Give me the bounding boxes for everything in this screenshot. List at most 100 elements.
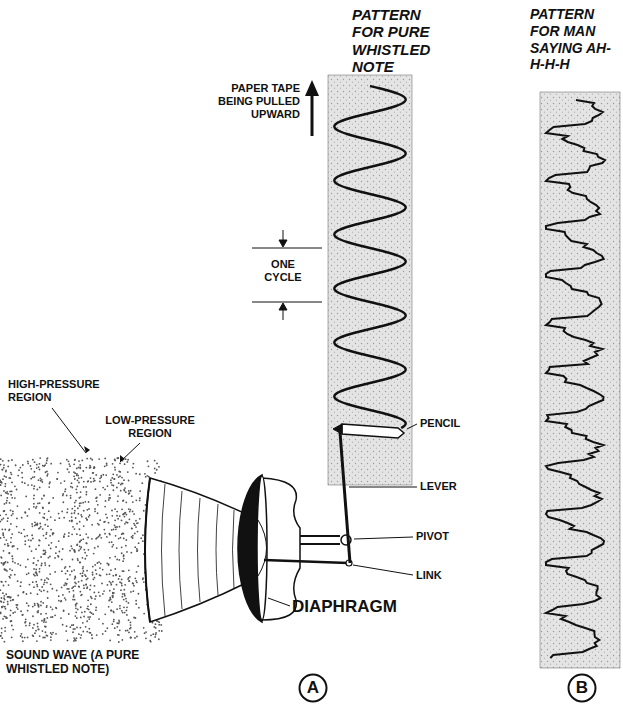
stipple-dot <box>68 463 70 465</box>
stipple-dot <box>40 605 42 607</box>
stipple-dot <box>123 606 125 608</box>
stipple-dot <box>58 556 60 558</box>
stipple-dot <box>120 484 122 486</box>
stipple-dot <box>35 548 37 550</box>
stipple-dot <box>82 622 84 624</box>
stipple-dot <box>128 580 130 582</box>
stipple-dot <box>56 590 58 592</box>
stipple-dot <box>60 463 62 465</box>
stipple-dot <box>125 512 127 514</box>
stipple-dot <box>100 537 102 539</box>
stipple-dot <box>112 473 114 475</box>
stipple-dot <box>116 584 118 586</box>
stipple-dot <box>44 550 46 552</box>
region-label: LOW-PRESSURE REGION <box>98 414 202 440</box>
stipple-dot <box>92 613 94 615</box>
stipple-dot <box>82 631 84 633</box>
stipple-dot <box>25 512 27 514</box>
stipple-dot <box>11 490 13 492</box>
stipple-dot <box>86 579 88 581</box>
stipple-dot <box>3 467 5 469</box>
stipple-dot <box>12 561 14 563</box>
stipple-dot <box>158 624 160 626</box>
stipple-dot <box>27 484 29 486</box>
stipple-dot <box>9 502 11 504</box>
stipple-dot <box>40 480 42 482</box>
stipple-dot <box>83 584 85 586</box>
stipple-dot <box>71 548 73 550</box>
stipple-dot <box>35 630 37 632</box>
stipple-dot <box>12 511 14 513</box>
stipple-dot <box>44 553 46 555</box>
stipple-dot <box>7 603 9 605</box>
stipple-dot <box>4 569 6 571</box>
stipple-dot <box>130 552 132 554</box>
stipple-dot <box>57 472 59 474</box>
stipple-dot <box>121 610 123 612</box>
stipple-dot <box>103 529 105 531</box>
stipple-dot <box>74 615 76 617</box>
stipple-dot <box>74 528 76 530</box>
stipple-dot <box>84 501 86 503</box>
stipple-dot <box>126 606 128 608</box>
stipple-dot <box>25 618 27 620</box>
stipple-dot <box>136 581 138 583</box>
stipple-dot <box>36 522 38 524</box>
stipple-dot <box>2 592 4 594</box>
stipple-dot <box>135 520 137 522</box>
stipple-dot <box>74 459 76 461</box>
stipple-dot <box>115 574 117 576</box>
stipple-dot <box>73 549 75 551</box>
stipple-dot <box>132 583 134 585</box>
stipple-dot <box>0 514 1 516</box>
stipple-dot <box>117 634 119 636</box>
stipple-dot <box>109 640 111 642</box>
stipple-dot <box>114 508 116 510</box>
stipple-dot <box>119 526 121 528</box>
stipple-dot <box>3 475 5 477</box>
stipple-dot <box>84 558 86 560</box>
stipple-dot <box>115 528 117 530</box>
stipple-dot <box>36 564 38 566</box>
panel-letter: B <box>567 673 597 703</box>
leader-arrowhead <box>120 455 125 462</box>
stipple-dot <box>68 532 70 534</box>
stipple-dot <box>44 524 46 526</box>
stipple-dot <box>31 534 33 536</box>
stipple-dot <box>23 591 25 593</box>
stipple-dot <box>22 614 24 616</box>
stipple-dot <box>64 491 66 493</box>
stipple-dot <box>48 502 50 504</box>
stipple-dot <box>96 634 98 636</box>
stipple-dot <box>93 553 95 555</box>
stipple-dot <box>44 564 46 566</box>
stipple-dot <box>156 469 158 471</box>
stipple-dot <box>12 546 14 548</box>
stipple-dot <box>128 490 130 492</box>
stipple-dot <box>2 478 4 480</box>
stipple-dot <box>58 595 60 597</box>
stipple-dot <box>110 610 112 612</box>
stipple-dot <box>90 457 92 459</box>
stipple-dot <box>155 632 157 634</box>
stipple-dot <box>43 550 45 552</box>
stipple-dot <box>48 486 50 488</box>
stipple-dot <box>29 624 31 626</box>
stipple-dot <box>155 634 157 636</box>
stipple-dot <box>147 460 149 462</box>
stipple-dot <box>81 580 83 582</box>
stipple-dot <box>37 612 39 614</box>
stipple-dot <box>5 471 7 473</box>
stipple-dot <box>96 500 98 502</box>
stipple-dot <box>123 479 125 481</box>
stipple-dot <box>145 637 147 639</box>
stipple-dot <box>65 599 67 601</box>
stipple-dot <box>102 633 104 635</box>
stipple-dot <box>122 560 124 562</box>
stipple-dot <box>83 486 85 488</box>
stipple-dot <box>45 631 47 633</box>
voice-trace <box>546 100 605 658</box>
stipple-dot <box>86 519 88 521</box>
stipple-dot <box>82 575 84 577</box>
stipple-dot <box>122 612 124 614</box>
